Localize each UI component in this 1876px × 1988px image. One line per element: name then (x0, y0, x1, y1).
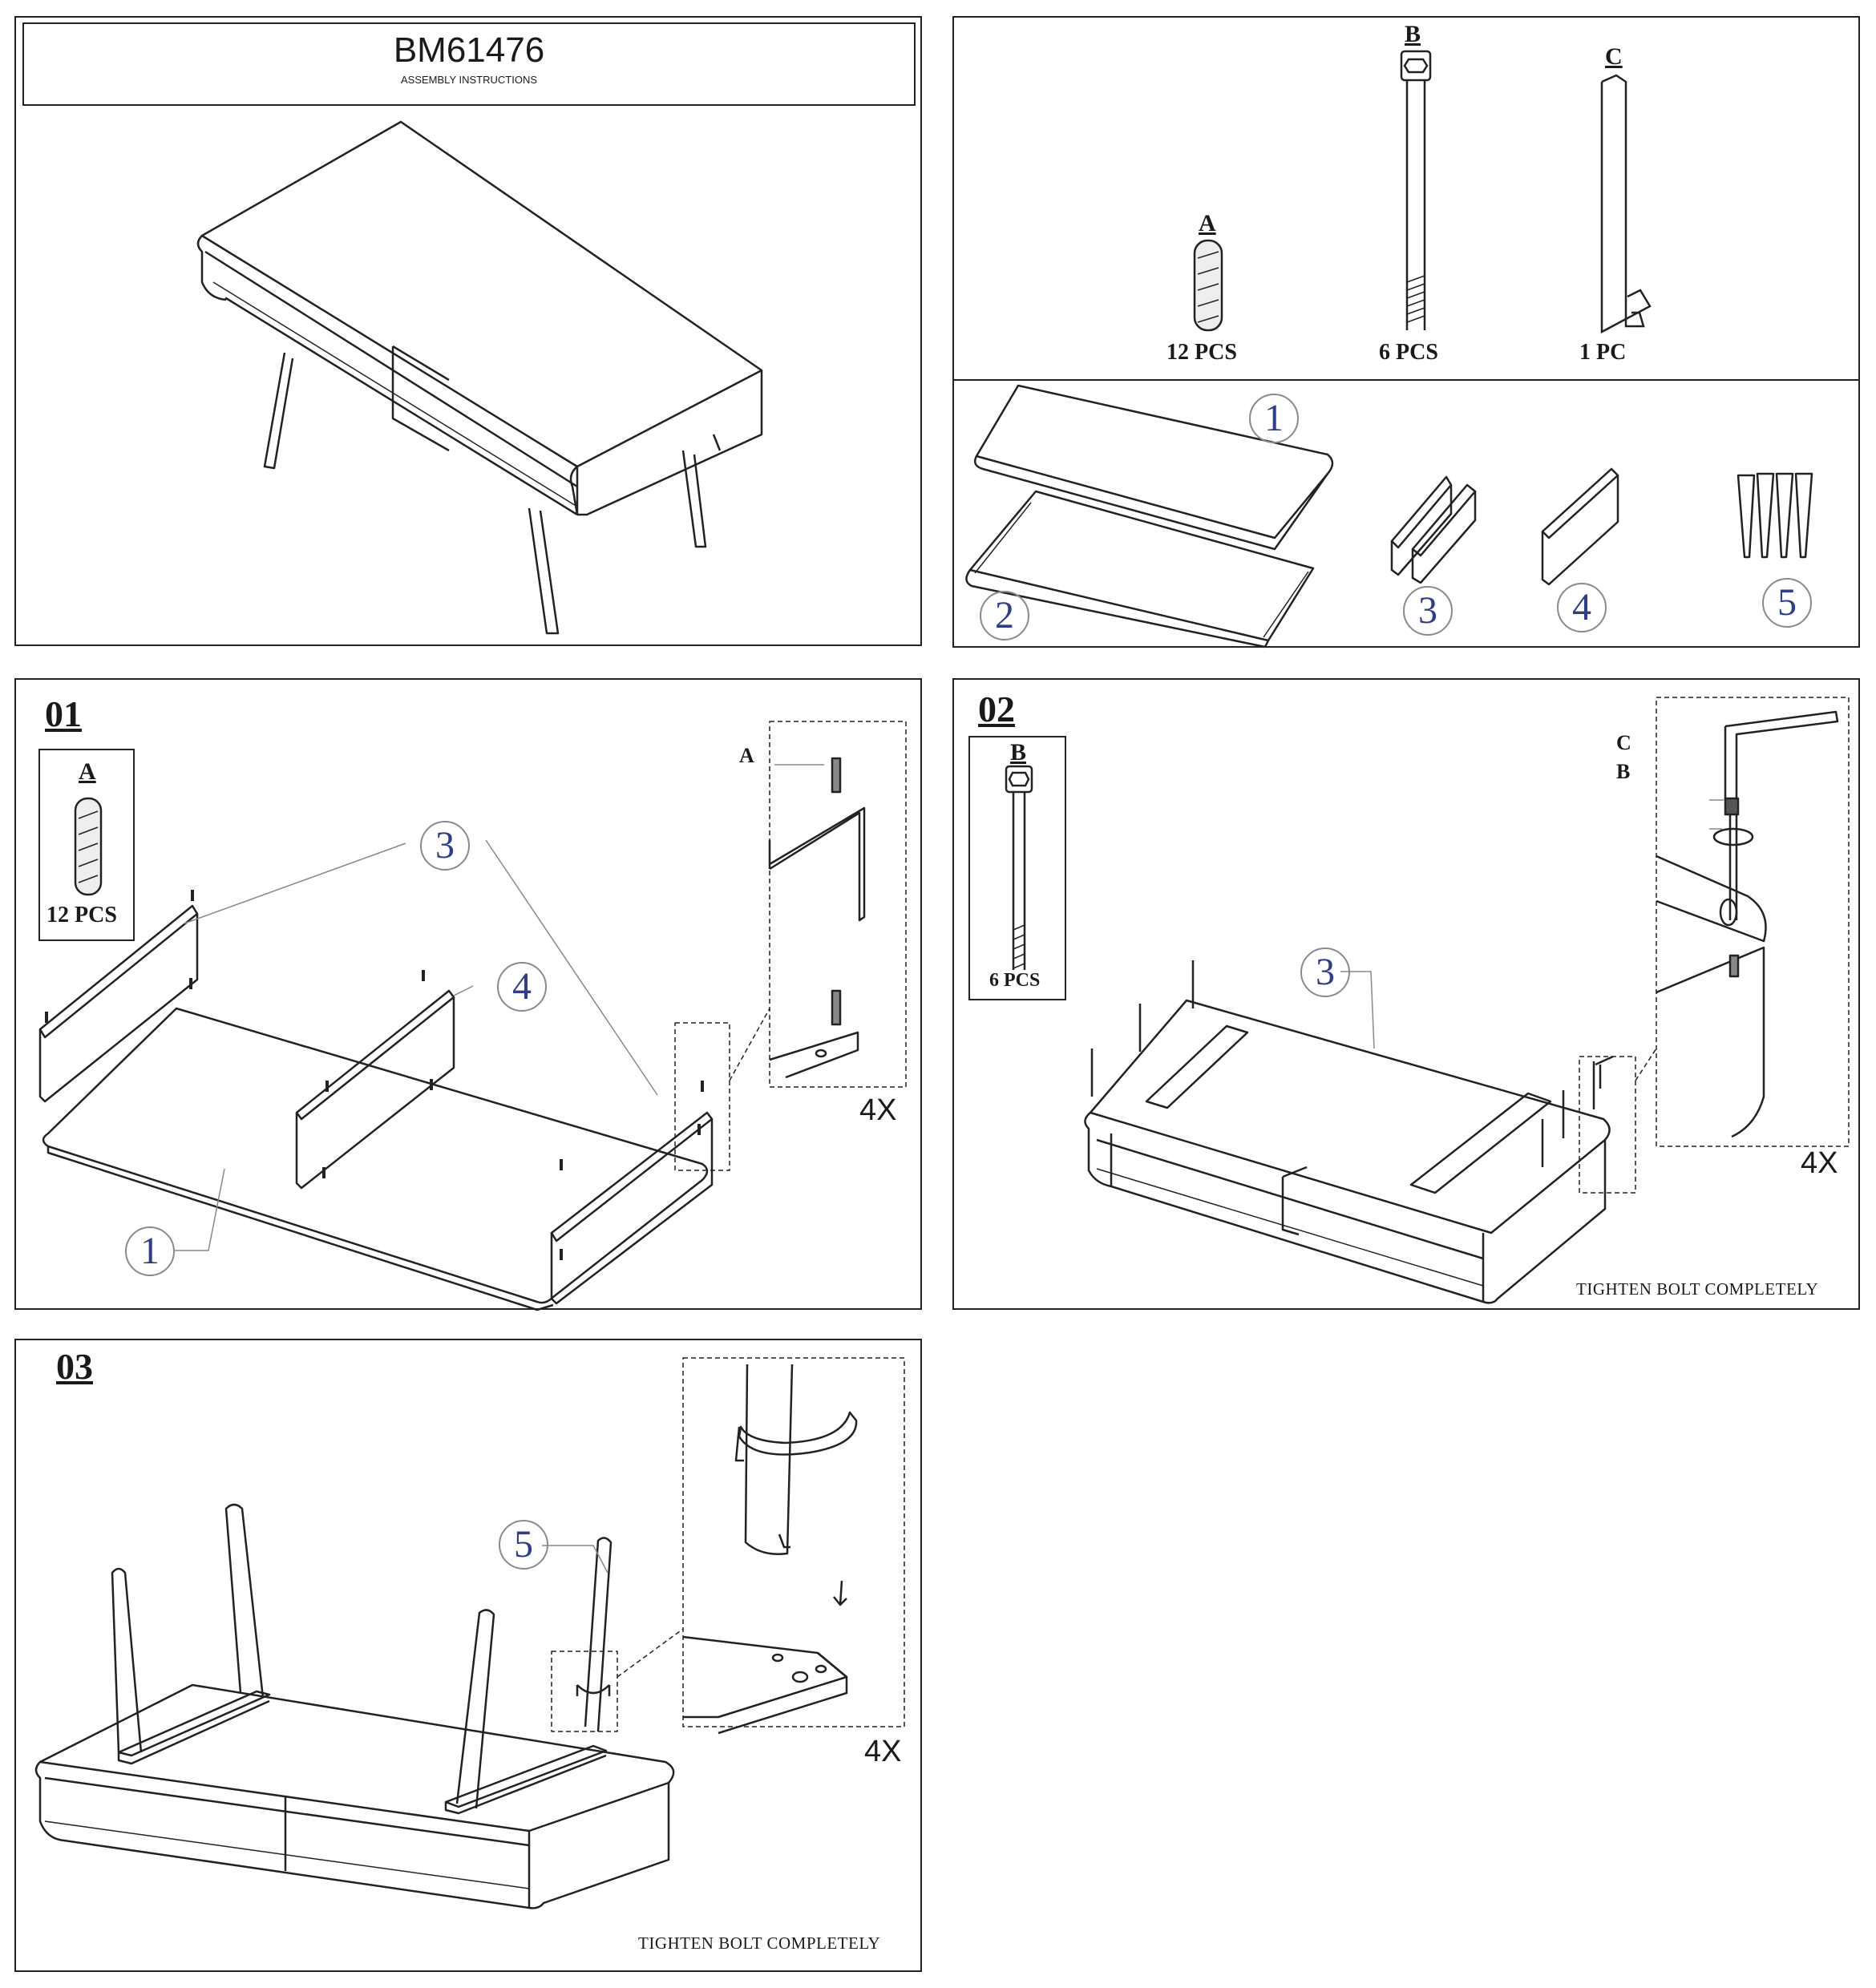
parts-drawing (965, 384, 1813, 649)
parts-panel: 1 2 3 4 5 (952, 379, 1860, 649)
bolt-icon (1005, 765, 1033, 970)
step-02-hardware-letter: B (1010, 739, 1027, 766)
step-02-drawing (1084, 697, 1850, 1304)
step-01-drawing (38, 721, 907, 1311)
step-02-hardware-qty: 6 PCS (989, 970, 1041, 991)
step-01-hardware-letter: A (79, 758, 96, 785)
part-1-bubble: 1 (1249, 394, 1299, 443)
step-03-number: 03 (56, 1346, 93, 1387)
hardware-c-letter: C (1605, 43, 1623, 70)
assembly-subtitle: ASSEMBLY INSTRUCTIONS (401, 74, 537, 86)
part-3-bubble: 3 (1403, 586, 1453, 636)
hardware-drawing (1193, 50, 1652, 334)
part-2-bubble: 2 (980, 591, 1029, 640)
step-01-hardware-qty: 12 PCS (46, 903, 117, 927)
step-02-note: TIGHTEN BOLT COMPLETELY (1576, 1279, 1819, 1299)
step-03-drawing (34, 1357, 905, 1909)
step-01-hardware-box: A 12 PCS (38, 749, 135, 941)
step-01-bubble-3: 3 (420, 821, 470, 871)
step-01-bubble-1: 1 (125, 1226, 175, 1276)
step-02-bubble-3: 3 (1300, 948, 1350, 997)
step-01-multiplier: 4X (859, 1093, 897, 1127)
step-01-number: 01 (45, 693, 82, 734)
hardware-panel: A 12 PCS B 6 PCS C 1 PC (952, 16, 1860, 381)
step-02-callout-c: C (1616, 731, 1631, 754)
part-5-bubble: 5 (1762, 578, 1812, 628)
model-number: BM61476 (393, 30, 545, 70)
step-03-multiplier: 4X (864, 1735, 902, 1768)
hardware-a-qty: 12 PCS (1166, 340, 1237, 365)
title-box: BM61476 ASSEMBLY INSTRUCTIONS (22, 22, 916, 106)
step-02-number: 02 (978, 689, 1015, 729)
cover-panel: BM61476 ASSEMBLY INSTRUCTIONS (14, 16, 922, 646)
step-02-multiplier: 4X (1801, 1146, 1838, 1180)
hardware-b-letter: B (1405, 21, 1421, 47)
hardware-a-letter: A (1199, 210, 1216, 236)
step-01-panel: 01 A 12 PCS (14, 678, 922, 1311)
step-02-panel: 02 B 6 PCS (952, 678, 1860, 1310)
dowel-icon (74, 797, 103, 896)
step-03-note: TIGHTEN BOLT COMPLETELY (638, 1933, 881, 1953)
table-overview-drawing (196, 120, 763, 635)
step-03-bubble-5: 5 (499, 1520, 548, 1570)
step-01-callout-a: A (739, 744, 754, 767)
step-02-callout-b: B (1616, 760, 1631, 783)
step-03-panel: 03 (14, 1339, 922, 1972)
step-01-bubble-4: 4 (497, 962, 547, 1012)
hardware-b-qty: 6 PCS (1379, 340, 1438, 365)
step-02-hardware-box: B 6 PCS (968, 736, 1066, 1000)
part-4-bubble: 4 (1557, 583, 1607, 632)
hardware-c-qty: 1 PC (1579, 340, 1627, 365)
